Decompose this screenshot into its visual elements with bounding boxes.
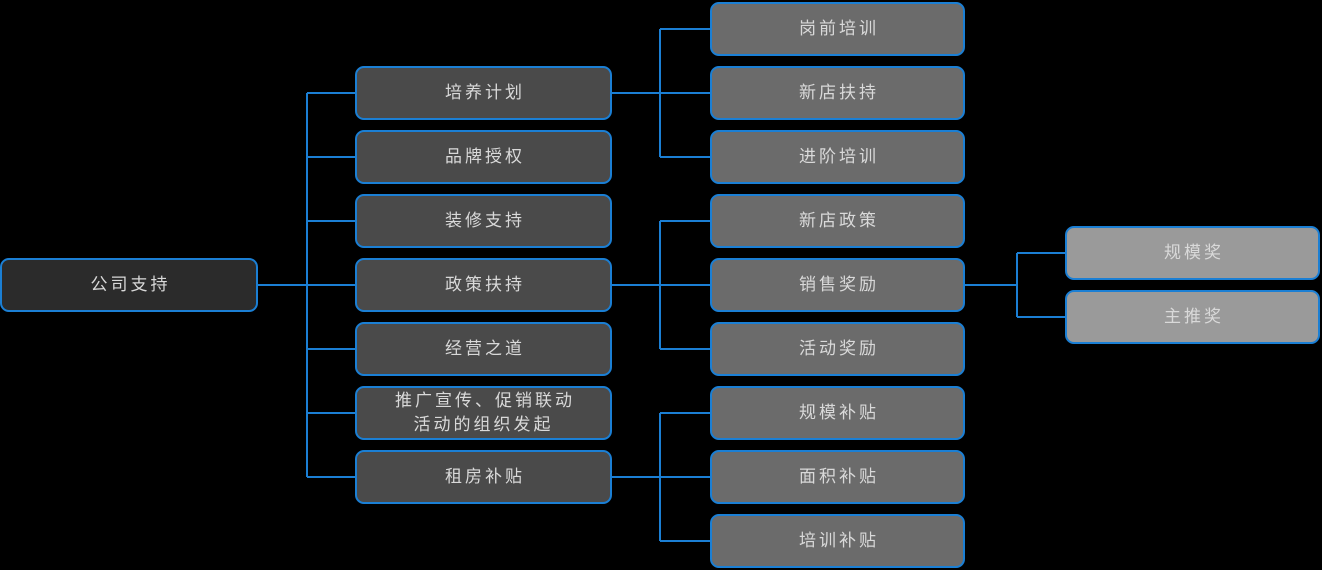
node-label: 销售奖励 bbox=[799, 274, 879, 295]
node-level2-4[interactable]: 经营之道 bbox=[355, 322, 612, 376]
node-level2-1[interactable]: 品牌授权 bbox=[355, 130, 612, 184]
node-label: 面积补贴 bbox=[799, 466, 879, 487]
node-level3-5[interactable]: 活动奖励 bbox=[710, 322, 965, 376]
node-label: 公司支持 bbox=[90, 274, 171, 295]
connector-peiyangjihua-to-training bbox=[612, 28, 710, 158]
connector-zufangbutie-to-subsidy bbox=[612, 412, 710, 542]
node-label: 进阶培训 bbox=[799, 146, 879, 167]
node-label: 活动奖励 bbox=[799, 338, 879, 359]
connector-root-to-level2 bbox=[258, 92, 355, 478]
node-label: 新店扶持 bbox=[799, 82, 879, 103]
node-level3-4[interactable]: 销售奖励 bbox=[710, 258, 965, 312]
node-level2-2[interactable]: 装修支持 bbox=[355, 194, 612, 248]
node-level3-8[interactable]: 培训补贴 bbox=[710, 514, 965, 568]
node-level2-6[interactable]: 租房补贴 bbox=[355, 450, 612, 504]
node-label: 品牌授权 bbox=[445, 146, 525, 167]
node-label: 岗前培训 bbox=[799, 18, 879, 39]
node-label: 培养计划 bbox=[445, 82, 525, 103]
node-level2-3[interactable]: 政策扶持 bbox=[355, 258, 612, 312]
node-label: 推广宣传、促销联动 活动的组织发起 bbox=[395, 390, 575, 435]
node-level2-5[interactable]: 推广宣传、促销联动 活动的组织发起 bbox=[355, 386, 612, 440]
connector-zhengcefuchi-to-policy bbox=[612, 220, 710, 350]
node-label: 装修支持 bbox=[445, 210, 525, 231]
node-level3-6[interactable]: 规模补贴 bbox=[710, 386, 965, 440]
node-label: 政策扶持 bbox=[445, 274, 525, 295]
connector-xiaoshoujiangli-to-awards bbox=[965, 252, 1065, 318]
node-level4-0[interactable]: 规模奖 bbox=[1065, 226, 1320, 280]
node-label: 规模补贴 bbox=[799, 402, 879, 423]
node-label: 主推奖 bbox=[1164, 306, 1224, 327]
node-level3-2[interactable]: 进阶培训 bbox=[710, 130, 965, 184]
node-level4-1[interactable]: 主推奖 bbox=[1065, 290, 1320, 344]
node-label: 经营之道 bbox=[445, 338, 525, 359]
node-level3-7[interactable]: 面积补贴 bbox=[710, 450, 965, 504]
node-level2-0[interactable]: 培养计划 bbox=[355, 66, 612, 120]
node-level3-3[interactable]: 新店政策 bbox=[710, 194, 965, 248]
node-label: 规模奖 bbox=[1164, 242, 1224, 263]
node-level3-0[interactable]: 岗前培训 bbox=[710, 2, 965, 56]
node-label: 新店政策 bbox=[799, 210, 879, 231]
node-label: 培训补贴 bbox=[799, 530, 879, 551]
node-root-company-support[interactable]: 公司支持 bbox=[0, 258, 258, 312]
node-level3-1[interactable]: 新店扶持 bbox=[710, 66, 965, 120]
node-label: 租房补贴 bbox=[445, 466, 525, 487]
